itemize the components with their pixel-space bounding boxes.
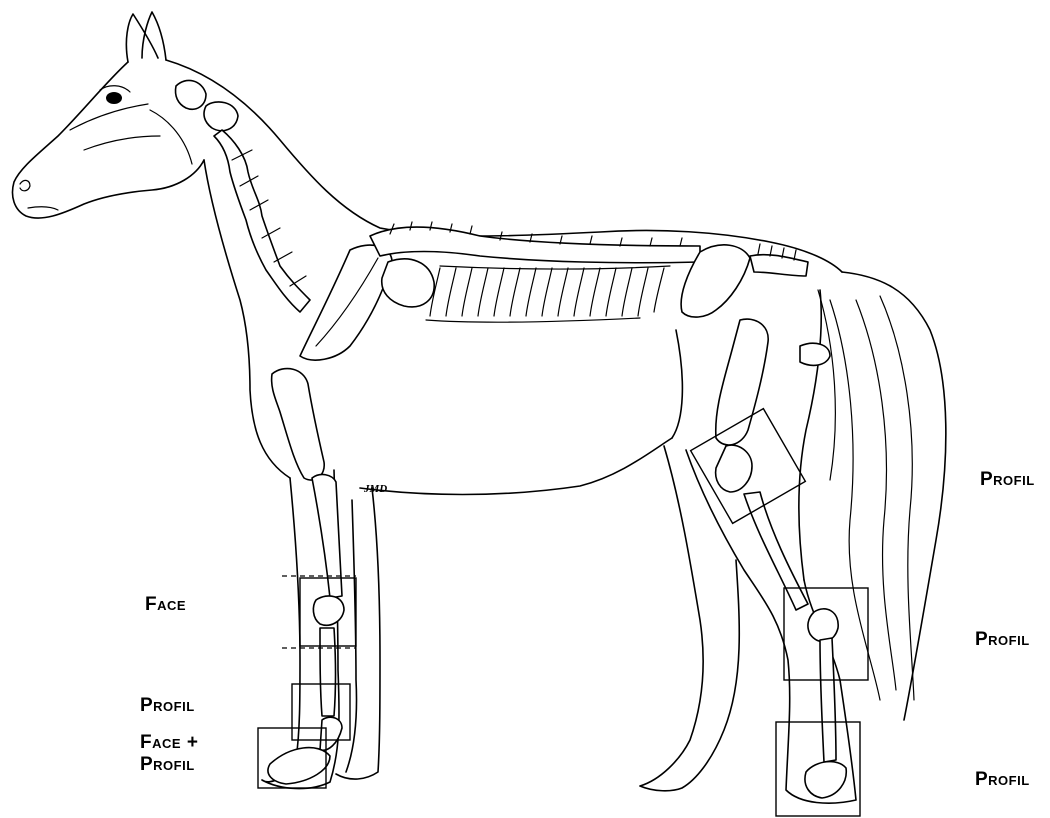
label-face-plus: Face + <box>140 733 198 754</box>
carpus <box>313 596 344 625</box>
front-coffin <box>268 748 330 784</box>
skeleton <box>175 80 846 798</box>
ear-right <box>142 12 166 60</box>
label-face-plus-profil: Profil <box>140 755 195 776</box>
artist-signature: JMD <box>363 483 387 495</box>
front-leg-far <box>336 488 380 779</box>
horse-outline <box>13 12 946 803</box>
tail-inner-3 <box>880 296 914 700</box>
humerus <box>272 369 325 480</box>
hind-fetlock <box>808 609 838 642</box>
front-cannon <box>320 628 336 716</box>
femur <box>716 319 768 445</box>
hind-coffin <box>805 762 846 798</box>
face-lines <box>70 104 160 150</box>
radiograph-frames <box>258 409 868 816</box>
label-profil-hind-fetlock: Profil <box>975 630 1030 651</box>
mouth <box>28 207 58 210</box>
sacrum <box>750 255 808 276</box>
hind-leg-far <box>640 446 739 791</box>
poll-bone <box>175 80 206 109</box>
label-profil-hind-hoof: Profil <box>975 770 1030 791</box>
hind-thigh <box>799 290 821 580</box>
ischium <box>800 343 830 365</box>
atlas-bone <box>204 102 238 131</box>
flank <box>672 330 682 438</box>
ribs <box>426 266 670 322</box>
ulna-radius <box>312 475 342 598</box>
tail-outer <box>842 272 946 720</box>
head-outline <box>13 62 205 218</box>
eye <box>106 92 122 104</box>
cheek <box>150 110 192 164</box>
label-profil-front: Profil <box>140 696 195 717</box>
belly <box>360 438 672 495</box>
scapula <box>300 245 392 360</box>
label-face: Face <box>145 595 186 616</box>
hind-pastern <box>820 638 836 762</box>
label-profil-hock: Profil <box>980 470 1035 491</box>
tail-inner-1 <box>830 300 880 700</box>
tibia <box>716 445 752 492</box>
humerus-head <box>382 259 434 307</box>
front-pastern <box>320 717 342 750</box>
nostril <box>20 180 30 190</box>
